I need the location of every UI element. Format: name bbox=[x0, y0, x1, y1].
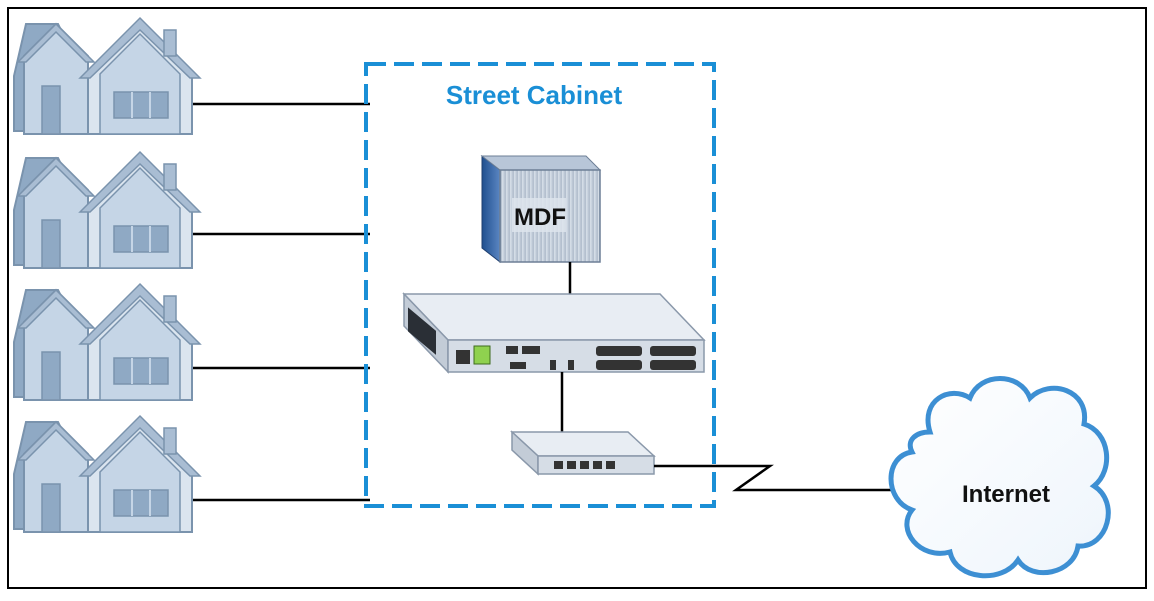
internet-label: Internet bbox=[962, 481, 1050, 508]
diagram-border bbox=[7, 7, 1147, 589]
house-icon bbox=[13, 151, 201, 269]
mdf-label: MDF bbox=[514, 204, 566, 231]
street-cabinet-box bbox=[364, 62, 716, 508]
internet-link bbox=[654, 464, 896, 492]
dslam-device-icon bbox=[402, 292, 706, 374]
house-icon bbox=[13, 283, 201, 401]
switch-device-icon bbox=[510, 430, 656, 476]
street-cabinet-label: Street Cabinet bbox=[446, 80, 623, 110]
internet-cloud-icon bbox=[888, 376, 1111, 579]
mdf-icon bbox=[480, 154, 602, 264]
house-icon bbox=[13, 17, 201, 135]
house-icon bbox=[13, 415, 201, 533]
